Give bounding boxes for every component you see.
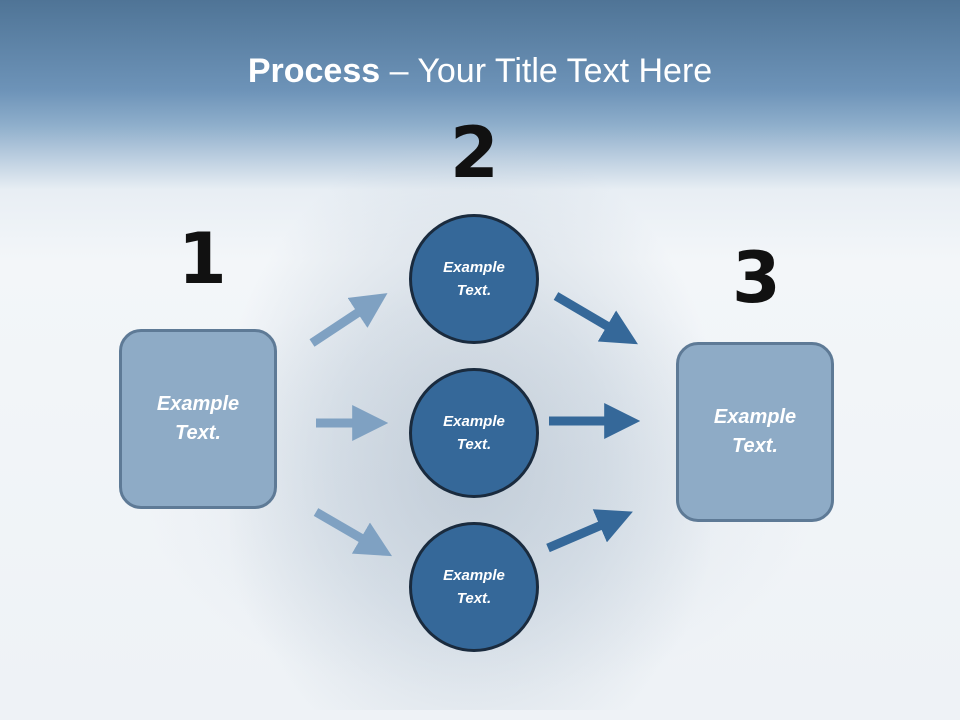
box-text-line2: Text. [732, 435, 778, 457]
box-text-line1: Example [156, 393, 240, 415]
arrow-left-to-top [309, 293, 388, 347]
title-rest: – Your Title Text Here [380, 52, 713, 90]
step-number-2: 2 [450, 112, 499, 194]
slide-title: Process – Your Title Text Here [0, 52, 960, 91]
circle-text-line2: Text. [456, 590, 492, 607]
title-bold: Process [247, 52, 381, 90]
box-text-line2: Text. [175, 422, 221, 444]
arrow-bottom-to-right [546, 509, 633, 553]
arrow-left-to-bottom [313, 508, 393, 557]
step-number-1: 1 [178, 218, 227, 300]
circle-text-line2: Text. [456, 282, 492, 299]
box-text-line1: Example [713, 406, 797, 428]
circle-text-line1: Example [443, 259, 505, 276]
arrow-top-to-right [553, 292, 638, 345]
circle-text-line2: Text. [456, 436, 492, 453]
circle-text-line1: Example [443, 413, 505, 430]
circle-text-line1: Example [443, 567, 505, 584]
step-number-3: 3 [732, 237, 781, 319]
